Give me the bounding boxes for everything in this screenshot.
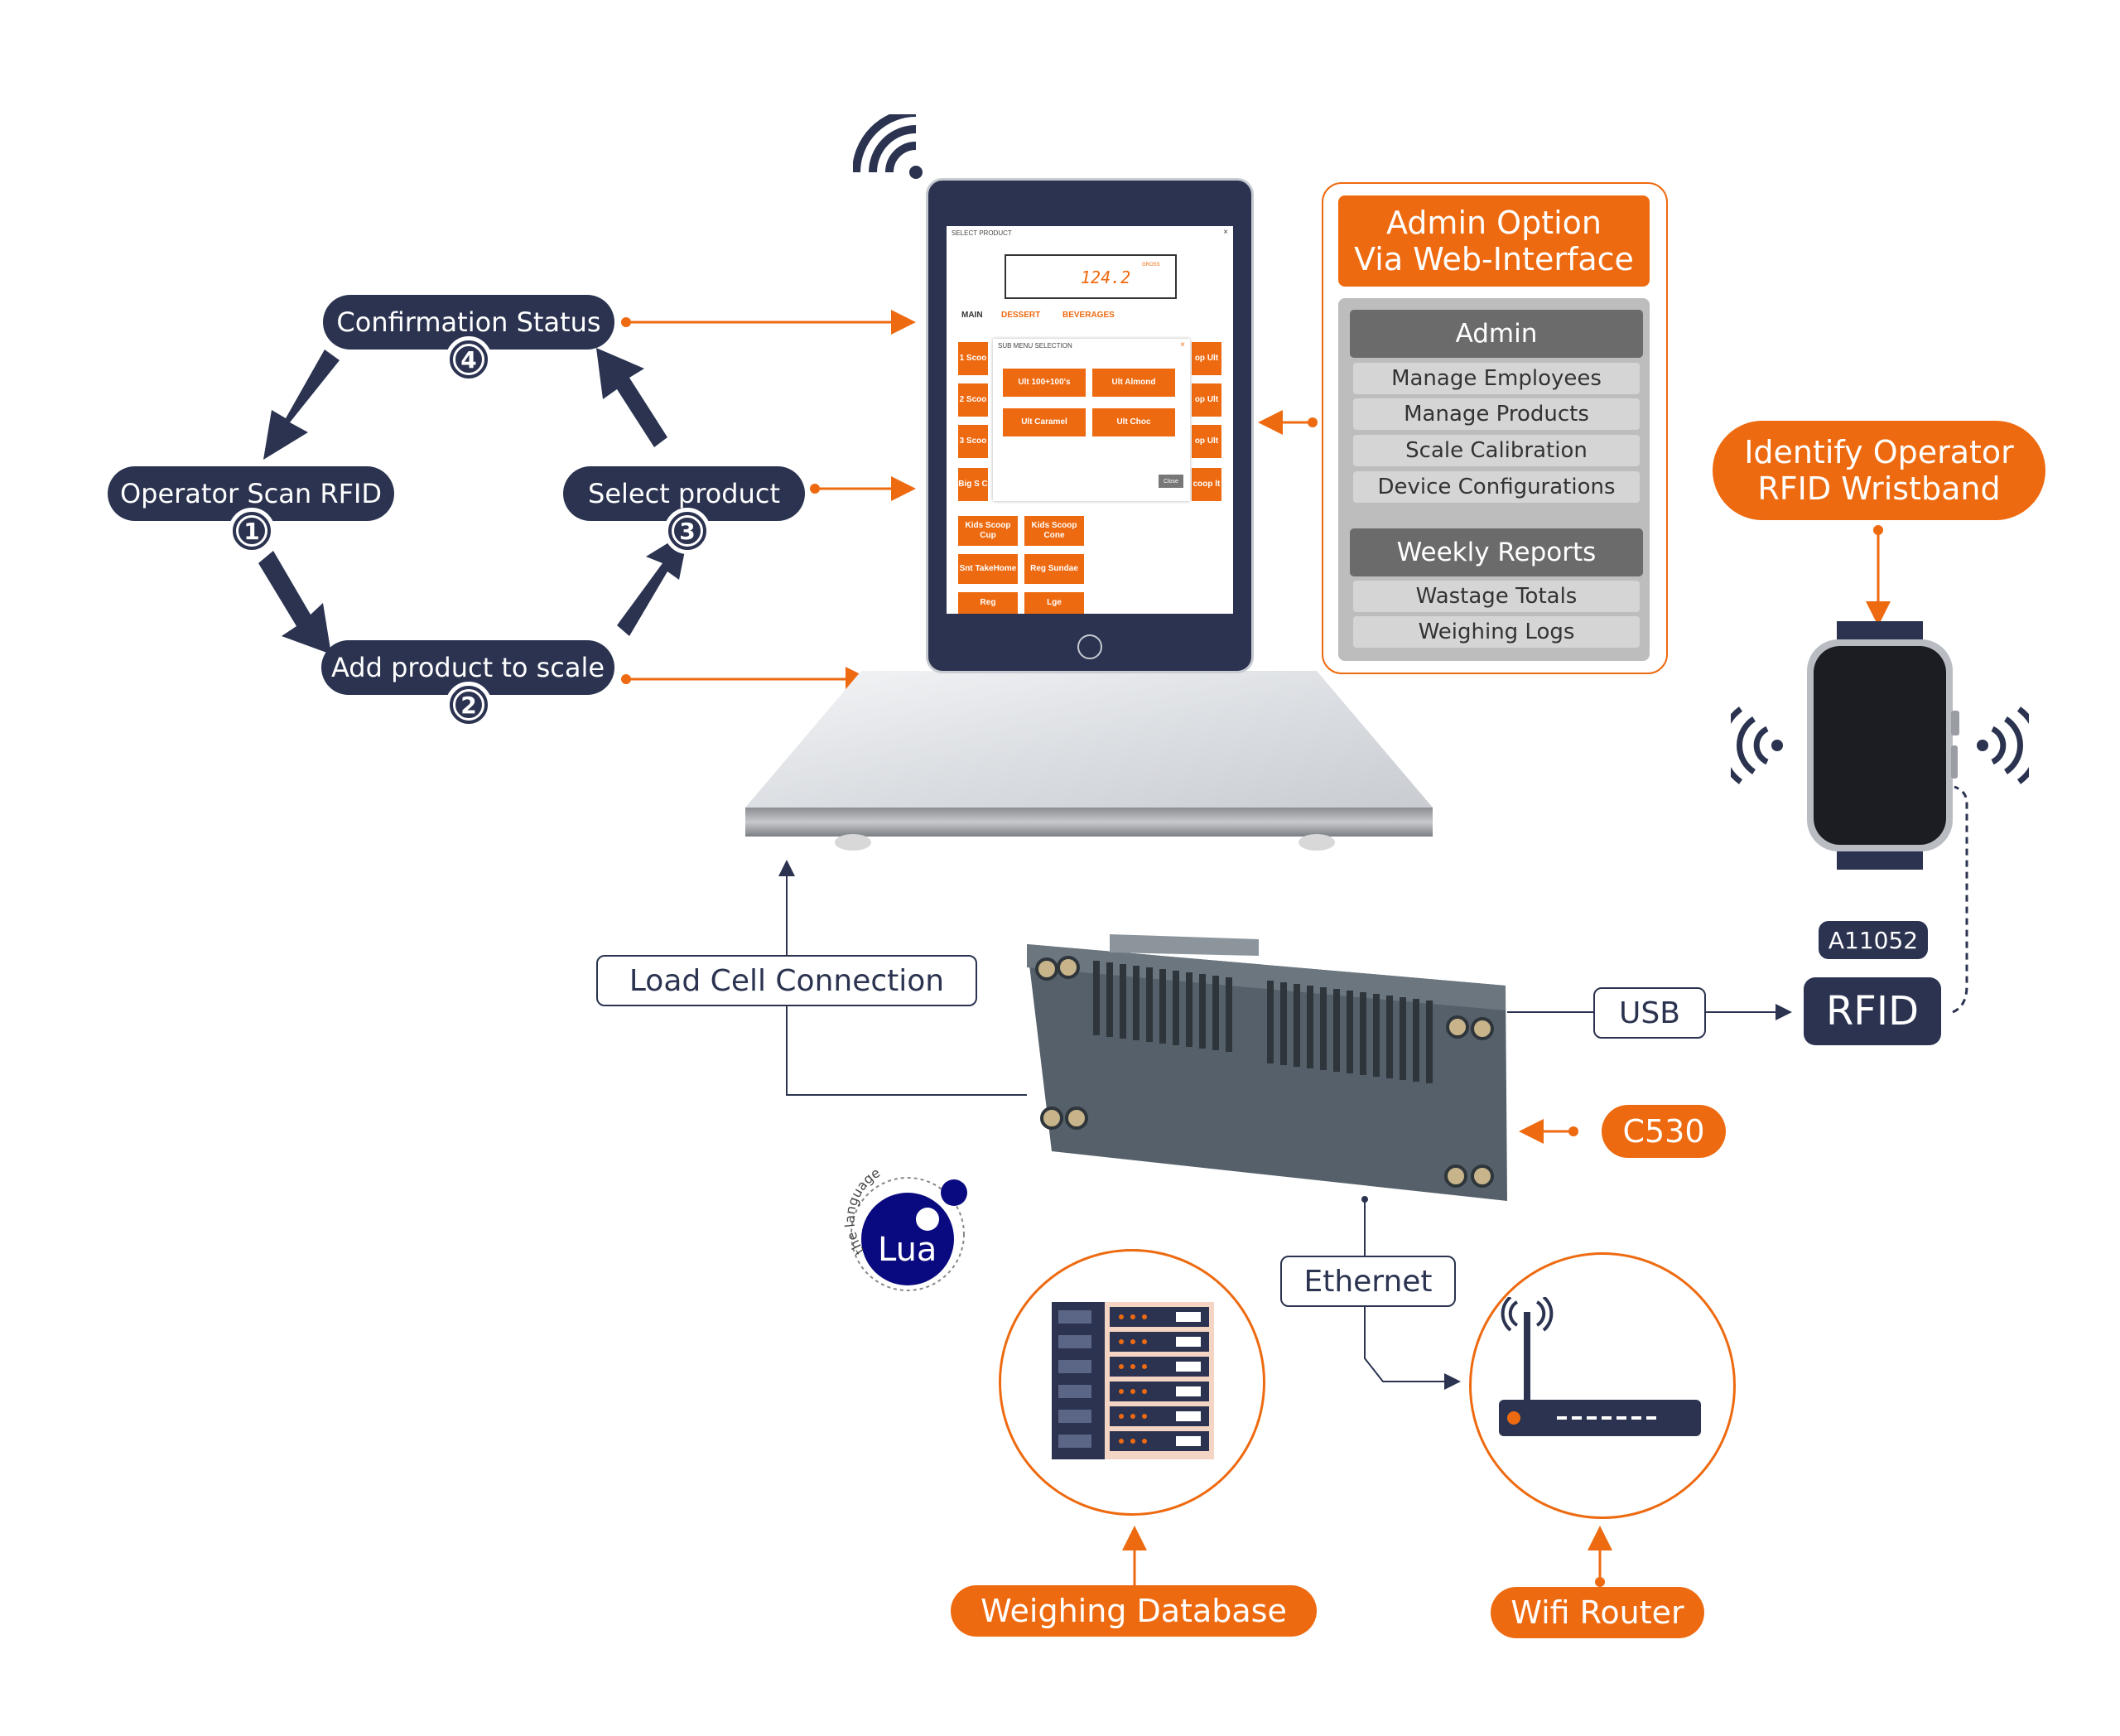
server-rack-icon bbox=[1052, 1302, 1214, 1459]
product-tile[interactable]: Reg bbox=[958, 592, 1018, 614]
product-tile[interactable]: op Ult bbox=[1192, 342, 1221, 375]
wifi-router-label: Wifi Router bbox=[1491, 1587, 1704, 1638]
wifi-router-text: Wifi Router bbox=[1510, 1594, 1684, 1631]
router-circle bbox=[1469, 1252, 1736, 1519]
ethernet-label: Ethernet bbox=[1280, 1256, 1456, 1307]
wifi-icon bbox=[853, 114, 923, 179]
submenu-close-icon[interactable]: × bbox=[1180, 340, 1185, 350]
tab-beverages[interactable]: BEVERAGES bbox=[1062, 311, 1115, 320]
add-product-label: Add product to scale bbox=[330, 652, 605, 683]
menu-manage-employees[interactable]: Manage Employees bbox=[1353, 363, 1640, 394]
tab-main[interactable]: MAIN bbox=[961, 311, 983, 320]
product-tile[interactable]: Snt TakeHome bbox=[958, 554, 1018, 584]
menu-manage-products[interactable]: Manage Products bbox=[1353, 398, 1640, 430]
product-tile[interactable]: 3 Scoo bbox=[958, 425, 988, 458]
menu-wastage-totals[interactable]: Wastage Totals bbox=[1353, 581, 1640, 612]
weight-value: 124.2 bbox=[1081, 268, 1131, 287]
weight-display: 124.2 GROSS bbox=[1005, 254, 1177, 299]
screen-close-icon[interactable]: × bbox=[1223, 228, 1228, 237]
rfid-wristband-watch bbox=[1731, 621, 2029, 870]
weight-unit: GROSS bbox=[1142, 263, 1160, 268]
product-tile[interactable]: Reg Sundae bbox=[1024, 554, 1084, 584]
product-tile[interactable]: Big S C bbox=[958, 468, 988, 501]
identify-line1: Identify Operator bbox=[1744, 434, 2014, 470]
c530-device bbox=[1027, 934, 1507, 1201]
ethernet-text: Ethernet bbox=[1303, 1264, 1433, 1299]
menu-device-configurations[interactable]: Device Configurations bbox=[1353, 471, 1640, 503]
usb-label: USB bbox=[1593, 987, 1706, 1039]
product-tile[interactable]: coop lt bbox=[1192, 468, 1221, 501]
product-tile[interactable]: op Ult bbox=[1192, 425, 1221, 458]
cycle-arrows bbox=[258, 348, 689, 654]
menu-scale-calibration[interactable]: Scale Calibration bbox=[1353, 435, 1640, 466]
weekly-reports-heading: Weekly Reports bbox=[1350, 528, 1643, 576]
submenu-button[interactable]: Ult 100+100's bbox=[1003, 369, 1086, 397]
lua-logo: the language Lua bbox=[842, 1165, 967, 1291]
screen-header: SELECT PRODUCT bbox=[952, 229, 1012, 237]
step-2-badge: 2 bbox=[446, 682, 492, 728]
step-4-badge: 4 bbox=[446, 336, 492, 383]
rfid-model-text: A11052 bbox=[1828, 926, 1919, 954]
identify-operator-label: Identify Operator RFID Wristband bbox=[1713, 421, 2045, 520]
usb-text: USB bbox=[1619, 996, 1680, 1030]
submenu-title: SUB MENU SELECTION bbox=[998, 342, 1072, 350]
c530-text: C530 bbox=[1622, 1113, 1705, 1150]
step-3-badge: 3 bbox=[664, 508, 711, 554]
submenu-button[interactable]: Ult Choc bbox=[1092, 408, 1175, 436]
rfid-model-badge: A11052 bbox=[1819, 921, 1928, 959]
tab-dessert[interactable]: DESSERT bbox=[1001, 311, 1041, 320]
wifi-router-icon bbox=[1499, 1297, 1701, 1436]
product-tile[interactable]: Kids Scoop Cone bbox=[1024, 516, 1084, 546]
add-product-step: Add product to scale bbox=[321, 640, 614, 695]
submenu-button[interactable]: Ult Caramel bbox=[1003, 408, 1086, 436]
scale-platform-graphic bbox=[745, 671, 1433, 851]
operator-scan-label: Operator Scan RFID bbox=[119, 478, 383, 509]
confirmation-status-label: Confirmation Status bbox=[336, 306, 601, 338]
tablet-home-button[interactable] bbox=[1077, 634, 1102, 659]
c530-label: C530 bbox=[1602, 1105, 1726, 1158]
load-cell-connection-label: Load Cell Connection bbox=[596, 955, 977, 1006]
identify-line2: RFID Wristband bbox=[1757, 470, 2001, 507]
product-tile[interactable]: 2 Scoo bbox=[958, 383, 988, 417]
select-product-step: Select product bbox=[563, 466, 805, 521]
admin-section-heading: Admin bbox=[1350, 310, 1643, 358]
load-cell-text: Load Cell Connection bbox=[629, 963, 945, 998]
rfid-reader: RFID bbox=[1804, 977, 1941, 1045]
product-tile[interactable]: Lge bbox=[1024, 592, 1084, 614]
weighing-database-text: Weighing Database bbox=[980, 1593, 1287, 1629]
submenu-close-button[interactable]: Close bbox=[1159, 475, 1183, 488]
submenu-dialog: SUB MENU SELECTION × Ult 100+100's Ult A… bbox=[993, 339, 1190, 501]
admin-title: Admin Option Via Web-Interface bbox=[1338, 195, 1650, 287]
step-1-badge: 1 bbox=[229, 508, 275, 554]
rfid-reader-label: RFID bbox=[1825, 988, 1920, 1034]
confirmation-status-step: Confirmation Status bbox=[323, 295, 614, 350]
tablet: SELECT PRODUCT × 124.2 GROSS MAIN DESSER… bbox=[926, 178, 1254, 673]
product-tile[interactable]: op Ult bbox=[1192, 383, 1221, 417]
product-tile[interactable]: Kids Scoop Cup bbox=[958, 516, 1018, 546]
scale-platform bbox=[745, 671, 1433, 853]
product-tile[interactable]: 1 Scoo bbox=[958, 342, 988, 375]
lua-text: Lua bbox=[878, 1231, 937, 1269]
admin-title-line1: Admin Option bbox=[1385, 205, 1602, 241]
admin-title-line2: Via Web-Interface bbox=[1354, 241, 1634, 277]
weighing-database-label: Weighing Database bbox=[951, 1585, 1317, 1637]
tablet-screen: SELECT PRODUCT × 124.2 GROSS MAIN DESSER… bbox=[947, 226, 1233, 614]
submenu-button[interactable]: Ult Almond bbox=[1092, 369, 1175, 397]
select-product-label: Select product bbox=[588, 478, 780, 509]
menu-weighing-logs[interactable]: Weighing Logs bbox=[1353, 616, 1640, 648]
